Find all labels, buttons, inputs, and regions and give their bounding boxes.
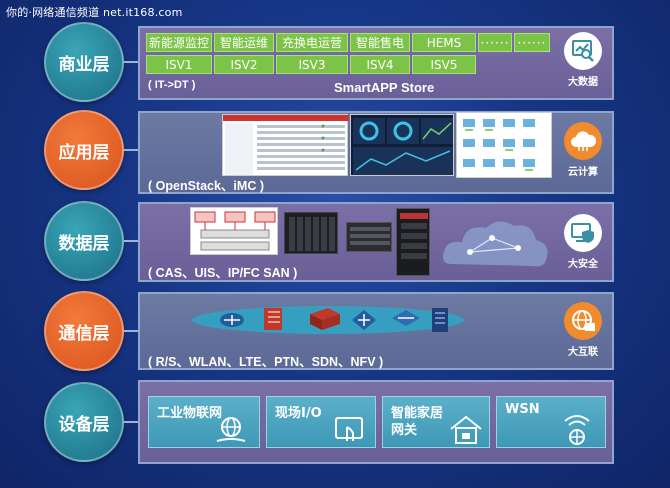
side-item-interconnect: 大互联 [560,302,606,358]
device-card-wsn[interactable]: WSN [496,396,606,448]
connector [124,240,138,242]
connector [124,149,138,151]
device-title: 工业物联网 [157,406,223,421]
side-item-security: 大安全 [560,214,606,270]
device-title: WSN [505,402,540,417]
watermark: 你的·网络通信频道 net.it168.com [6,6,183,19]
band-note: ( CAS、UIS、IP/FC SAN ) [148,266,298,280]
router-icon [220,313,244,327]
side-caption: 云计算 [568,167,598,178]
layer-circle-application: 应用层 [44,110,124,190]
isv-label: ISV4 [366,57,394,72]
monitoring-dashboard-screenshot [350,114,454,176]
band-network: ( R/S、WLAN、LTE、PTN、SDN、NFV ) [138,292,614,370]
band-note: ( OpenStack、iMC ) [148,179,264,193]
band-note: ( R/S、WLAN、LTE、PTN、SDN、NFV ) [148,355,384,369]
app-cell[interactable]: 新能源监控 [146,33,212,52]
globe-network-icon [564,302,602,340]
connector [124,61,138,63]
isv-cell[interactable]: ISV1 [146,55,212,74]
app-label: 智能售电 [355,36,404,50]
storage-array-image [396,208,430,276]
app-cell-more[interactable]: ······ [514,33,550,52]
search-chart-icon [564,32,602,70]
smartapp-store-title: SmartAPP Store [334,80,435,95]
isv-label: ISV1 [165,57,193,72]
management-console-screenshot [222,114,349,176]
side-item-bigdata: 大数据 [560,32,606,88]
device-title: 现场I/O [275,406,322,421]
side-caption: 大安全 [568,259,598,270]
device-card-iiot[interactable]: 工业物联网 [148,396,260,448]
layer-label: 商业层 [58,54,110,75]
firewall-icon [264,308,282,330]
app-label: 新能源监控 [148,36,209,50]
isv-cell[interactable]: ISV5 [412,55,476,74]
app-cell[interactable]: 智能运维 [214,33,274,52]
touch-screen-icon [335,417,363,441]
cloud-network-graphic [443,221,548,267]
layer-circle-network: 通信层 [44,291,124,371]
app-cell[interactable]: 智能售电 [350,33,410,52]
switch-icon [392,310,420,326]
rack-server-image [346,222,392,252]
app-cell[interactable]: 充换电运营 [276,33,348,52]
app-cell-more[interactable]: ······ [478,33,512,52]
firewall-icon [310,308,340,330]
more-label: ······ [517,35,547,50]
device-card-field-io[interactable]: 现场I/O [266,396,376,448]
device-subtitle: 网关 [391,423,418,438]
app-label: 智能运维 [219,36,268,50]
cloud-icon [564,122,602,160]
layer-label: 通信层 [58,323,110,344]
shield-icon [564,214,602,252]
layer-circle-data: 数据层 [44,201,124,281]
side-item-cloud: 云计算 [560,122,606,178]
isv-label: ISV3 [298,57,326,72]
wifi-globe-icon [564,415,590,445]
device-card-smart-home[interactable]: 智能家居 网关 [382,396,490,448]
layer-label: 设备层 [58,414,110,435]
layer-label: 数据层 [58,233,110,254]
layer-label: 应用层 [58,142,110,163]
isv-cell[interactable]: ISV2 [214,55,274,74]
more-label: ······ [480,35,510,50]
switch-icon [352,310,376,330]
connector [124,330,138,332]
server-icon [432,308,448,332]
layer-circle-business: 商业层 [44,22,124,102]
device-title: 智能家居 [391,406,444,421]
network-devices-strip [192,306,464,334]
isv-cell[interactable]: ISV4 [350,55,410,74]
isv-label: ISV2 [230,57,258,72]
app-label: 充换电运营 [281,36,342,50]
connector [124,421,138,423]
app-cell[interactable]: HEMS [412,33,476,52]
topology-screenshot [456,112,552,178]
blade-server-image [284,212,338,254]
band-note: ( IT->DT ) [148,79,196,91]
app-label: HEMS [426,35,462,50]
band-business: 新能源监控 智能运维 充换电运营 智能售电 HEMS ······ ······… [138,26,614,100]
isv-cell[interactable]: ISV3 [276,55,348,74]
house-icon [450,415,482,444]
architecture-diagram-thumbnail [190,207,278,255]
side-caption: 大数据 [568,77,598,88]
isv-label: ISV5 [430,57,458,72]
side-caption: 大互联 [568,347,598,358]
globe-hand-icon [216,417,246,442]
layer-circle-device: 设备层 [44,382,124,462]
